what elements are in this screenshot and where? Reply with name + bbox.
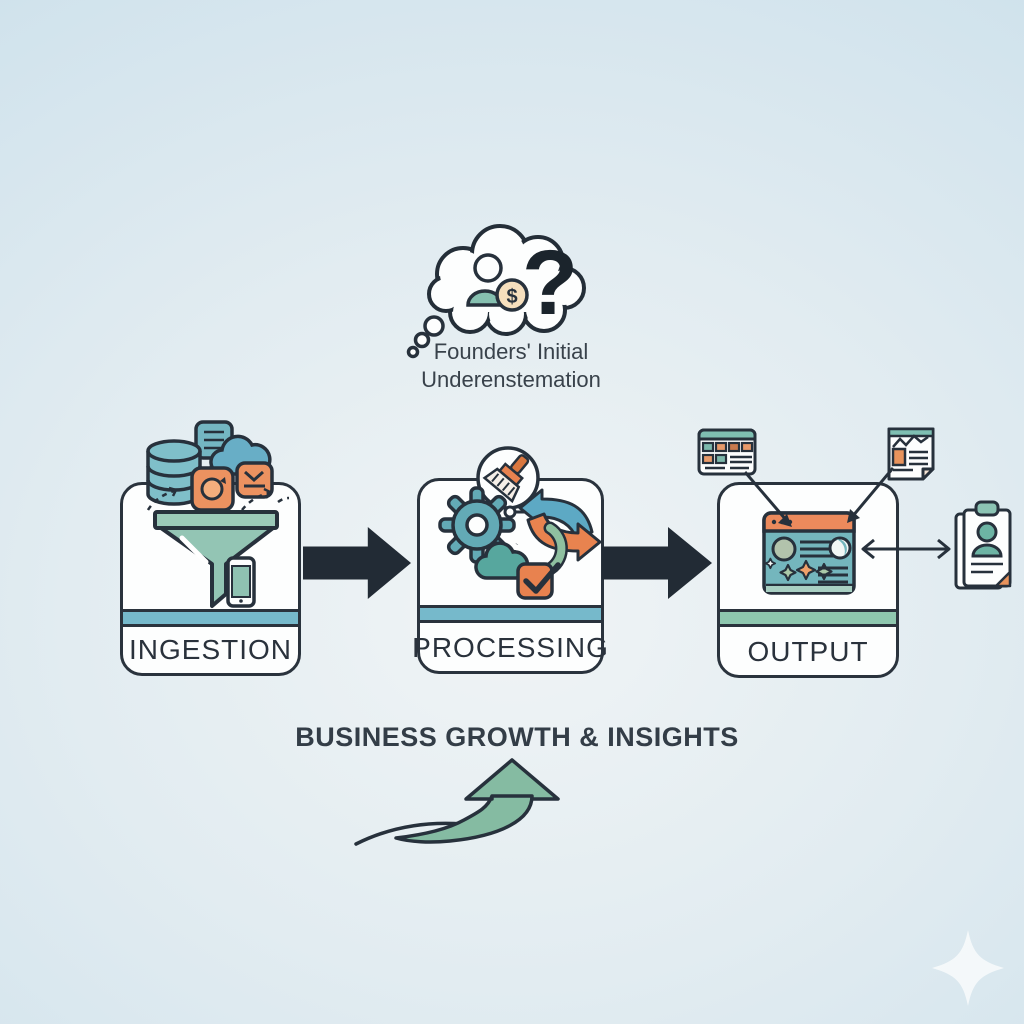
dashboard-sparkline-diamonds [764,557,833,582]
stage-label-processing: PROCESSING [412,632,609,663]
document-chart-icon [887,427,935,481]
stage-label-ingestion: INGESTION [128,634,292,665]
person-money-icon: $ [466,253,529,312]
processing-icons [438,446,602,600]
sync-double-arrow [861,538,951,560]
question-mark-icon: ? [522,232,578,334]
smartphone-icon [226,556,256,608]
brush-icon [482,454,530,504]
growth-arrow-icon [354,758,560,846]
stage-band-output [720,609,896,627]
ingestion-sources [146,420,274,512]
thought-tail-dots [406,315,445,359]
caption: BUSINESS GROWTH & INSIGHTS [295,722,739,752]
flow-arrow-1 [303,527,411,599]
thought-text-line2: Underenstemation [421,367,601,392]
import-arrow-table [743,471,792,527]
stage-label-output: OUTPUT [747,636,869,667]
refresh-square-icon [190,466,235,512]
clip-tab [974,500,1000,517]
id-card-icon [954,500,1012,590]
check-square-icon [516,562,561,600]
table-icon [697,428,757,476]
stage-band-processing [420,605,601,623]
inbox-square-icon [235,461,274,499]
flow-arrow-2 [602,527,712,599]
import-arrow-document [847,467,895,523]
thought-text: Founders' Initial Underenstemation [396,338,626,394]
funnel-icon [153,510,279,608]
stage-band-ingestion [123,609,298,627]
thought-bubble: $ ? [406,224,586,359]
coin-symbol: $ [506,286,517,308]
thought-text-line1: Founders' Initial [433,339,589,364]
sparkle-icon [932,930,1004,1006]
coin-icon [495,278,529,312]
dashboard-chart-circle [771,536,797,562]
funnel-group [146,486,290,608]
dashed-arrows [146,486,290,511]
